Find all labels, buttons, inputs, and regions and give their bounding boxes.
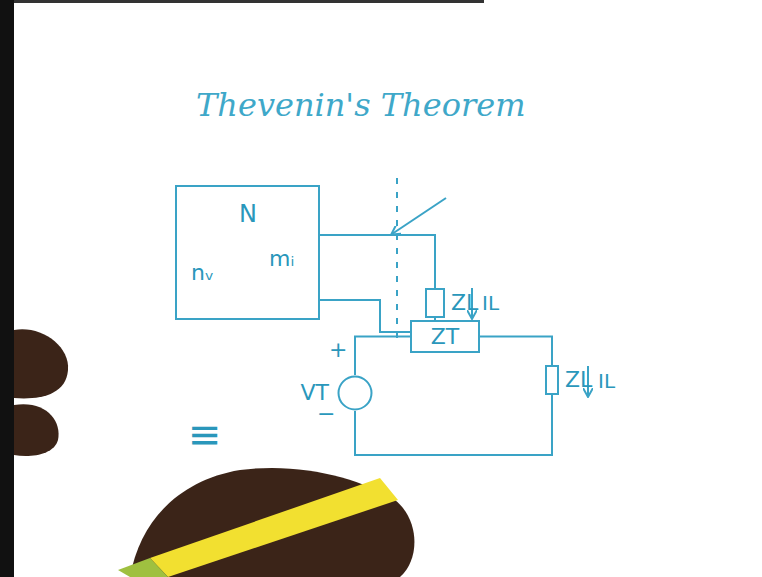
load-impedance: ZL: [545, 365, 559, 395]
wire: [355, 337, 410, 376]
load-impedance: ZL: [425, 288, 445, 318]
node-text: ZL: [451, 291, 478, 315]
cut-line: [396, 178, 398, 345]
current-label: IL: [482, 292, 499, 314]
board-edge: [0, 0, 14, 577]
hand: [130, 468, 414, 577]
diagram-title: Thevenin's Theorem: [196, 86, 525, 124]
node-text: ZL: [565, 368, 592, 392]
marker-pen: [150, 478, 398, 577]
current-label: IL: [598, 370, 615, 392]
removal-arrow: [392, 198, 446, 234]
hand-finger: [14, 329, 68, 398]
board-top-edge: [14, 0, 484, 3]
network-box: Nnᵥ mᵢ: [175, 185, 320, 320]
node-text: mᵢ: [269, 247, 294, 271]
source-circle: [337, 375, 373, 411]
node-text: ZT: [431, 324, 460, 348]
marker-tip: [118, 558, 168, 577]
wire: [320, 235, 435, 332]
hand-finger: [14, 404, 59, 456]
voltage-source: VT: [337, 375, 373, 411]
node-text: nᵥ: [191, 261, 214, 285]
polarity-sign: +: [329, 338, 347, 362]
equivalence-sign: ≡: [188, 412, 222, 456]
polarity-sign: −: [317, 402, 335, 426]
thevenin-impedance: ZT: [410, 320, 480, 353]
node-text: N: [239, 201, 257, 227]
wire: [480, 337, 552, 366]
wire: [355, 395, 552, 455]
